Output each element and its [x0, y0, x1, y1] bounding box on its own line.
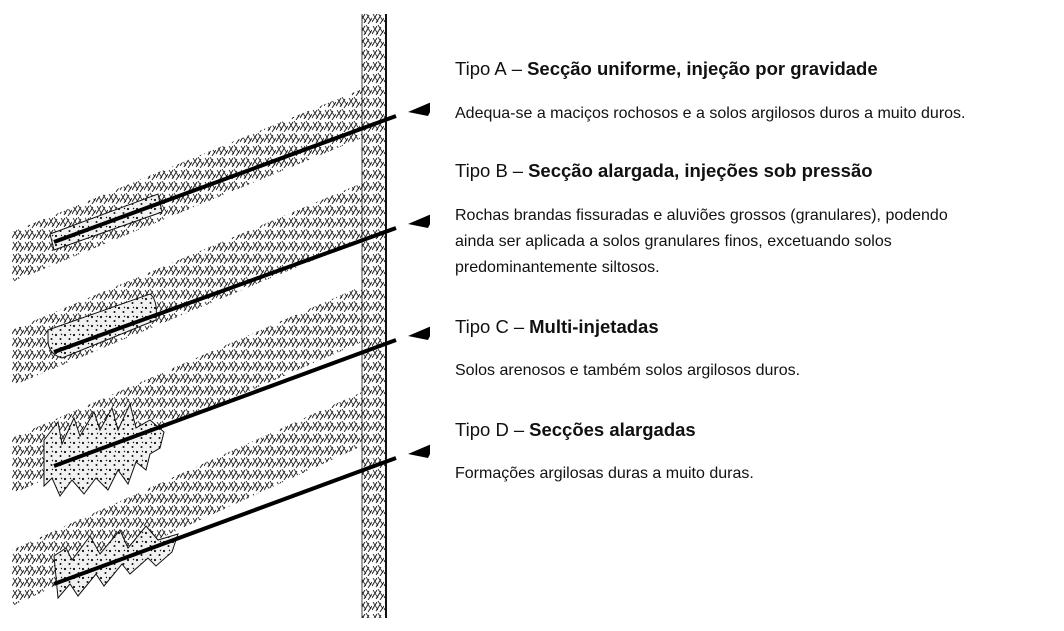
- type-separator: –: [513, 316, 525, 337]
- type-c-title: Tipo C–Multi-injetadas: [455, 316, 659, 338]
- anchor-type-b: [47, 214, 430, 359]
- description-line: ainda ser aplicada a solos granulares fi…: [455, 233, 892, 250]
- type-code: Tipo C: [455, 316, 509, 337]
- anchor-type-a: [49, 102, 430, 251]
- retaining-wall: [361, 14, 387, 618]
- type-name: Secção alargada, injeções sob pressão: [528, 160, 873, 181]
- arrow-head-icon: [408, 326, 430, 340]
- arrow-head-icon: [408, 444, 430, 458]
- type-code: Tipo D: [455, 419, 509, 440]
- type-d-description: Formações argilosas duras a muito duras.: [455, 461, 754, 487]
- anchor-type-c: [43, 326, 430, 497]
- description-line: Formações argilosas duras a muito duras.: [455, 465, 754, 482]
- anchor-type-descriptions: Tipo A–Secção uniforme, injeção por grav…: [455, 0, 1060, 631]
- anchor-types-diagram: [12, 14, 430, 618]
- description-line: Solos arenosos e também solos argilosos …: [455, 362, 801, 379]
- anchor-type-d: [53, 444, 430, 600]
- type-b-title: Tipo B–Secção alargada, injeções sob pre…: [455, 160, 873, 182]
- description-line: predominantemente siltosos.: [455, 259, 660, 276]
- type-name: Secções alargadas: [529, 419, 696, 440]
- description-line: Rochas brandas fissuradas e aluviões gro…: [455, 207, 948, 224]
- type-a-description: Adequa-se a maciços rochosos e a solos a…: [455, 101, 965, 127]
- description-line: Adequa-se a maciços rochosos e a solos a…: [455, 105, 966, 122]
- type-a-title: Tipo A–Secção uniforme, injeção por grav…: [455, 58, 878, 80]
- type-code: Tipo B: [455, 160, 508, 181]
- type-separator: –: [512, 160, 524, 181]
- type-code: Tipo A: [455, 58, 507, 79]
- type-separator: –: [513, 419, 525, 440]
- type-d-title: Tipo D–Secções alargadas: [455, 419, 696, 441]
- type-b-description: Rochas brandas fissuradas e aluviões gro…: [455, 203, 948, 281]
- type-name: Secção uniforme, injeção por gravidade: [527, 58, 878, 79]
- type-c-description: Solos arenosos e também solos argilosos …: [455, 358, 800, 384]
- arrow-head-icon: [408, 214, 430, 228]
- type-name: Multi-injetadas: [529, 316, 659, 337]
- arrow-head-icon: [408, 102, 430, 116]
- type-separator: –: [511, 58, 523, 79]
